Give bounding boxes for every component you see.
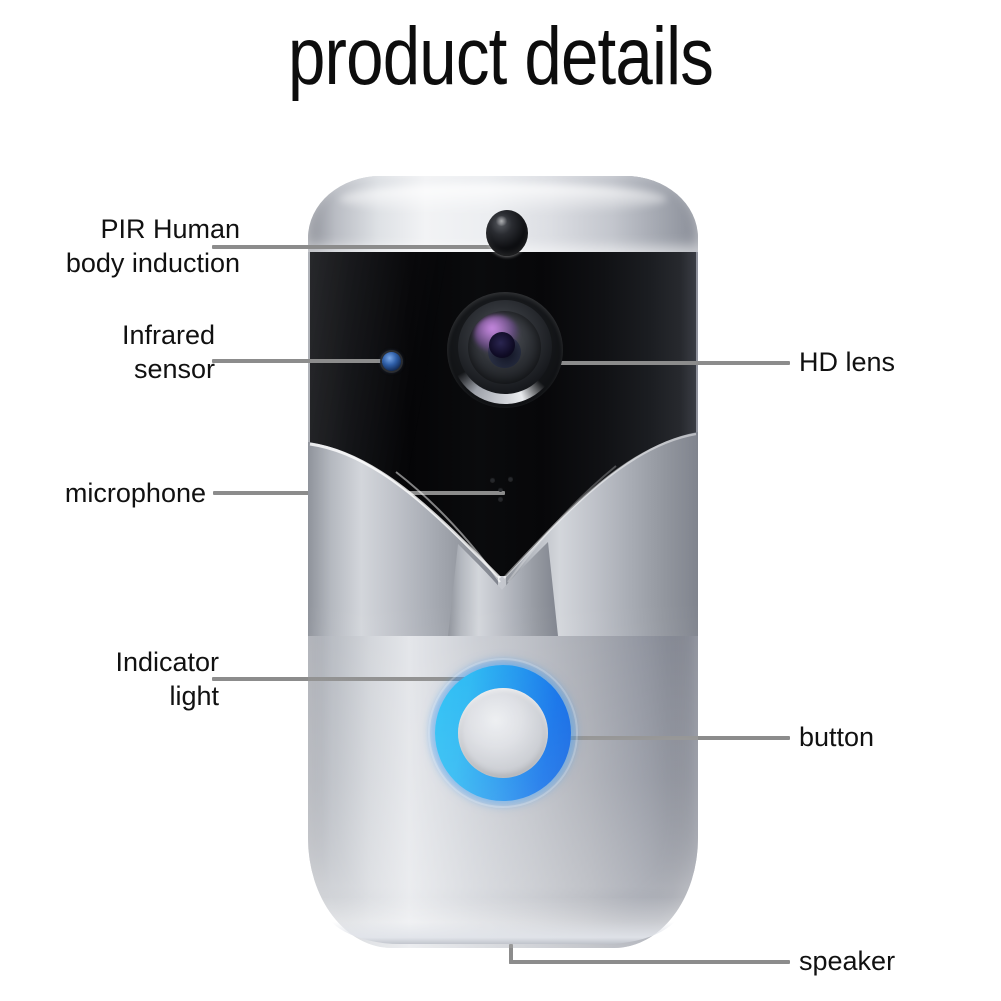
doorbell-button[interactable] [428, 658, 578, 808]
leader-line-infrared [212, 359, 398, 363]
camera-lens [447, 292, 563, 408]
doorbell-device-illustration [308, 176, 698, 948]
leader-stub-speaker [509, 944, 513, 964]
page-title: product details [287, 11, 714, 102]
button-bezel [428, 658, 578, 808]
leader-line-indicator-light [212, 677, 504, 681]
callout-label-speaker: speaker [799, 946, 896, 976]
callout-label-button: button [799, 722, 875, 752]
mic-hole [508, 476, 513, 481]
button-face[interactable] [458, 688, 548, 778]
callout-label-microphone: microphone [64, 478, 206, 508]
callout-label-indicator-light: Indicator light [115, 647, 219, 711]
leader-line-pir [212, 245, 508, 249]
leader-line-speaker [509, 960, 790, 964]
microphone-holes [489, 474, 521, 501]
lens-pupil [489, 332, 515, 358]
device-v-wedge-overlay [308, 426, 698, 636]
callout-label-pir-human-body-induction: PIR Human body induction [65, 214, 240, 278]
pir-dome-sensor [486, 210, 528, 256]
mic-hole [498, 487, 503, 492]
callout-label-infrared-sensor: Infrared sensor [121, 320, 215, 384]
callout-label-hd-lens: HD lens [799, 347, 896, 377]
mic-hole [498, 496, 503, 501]
leader-line-hd-lens [506, 361, 790, 365]
infrared-sensor-dot [382, 352, 401, 371]
mic-hole [490, 477, 495, 482]
leader-line-button [506, 736, 790, 740]
